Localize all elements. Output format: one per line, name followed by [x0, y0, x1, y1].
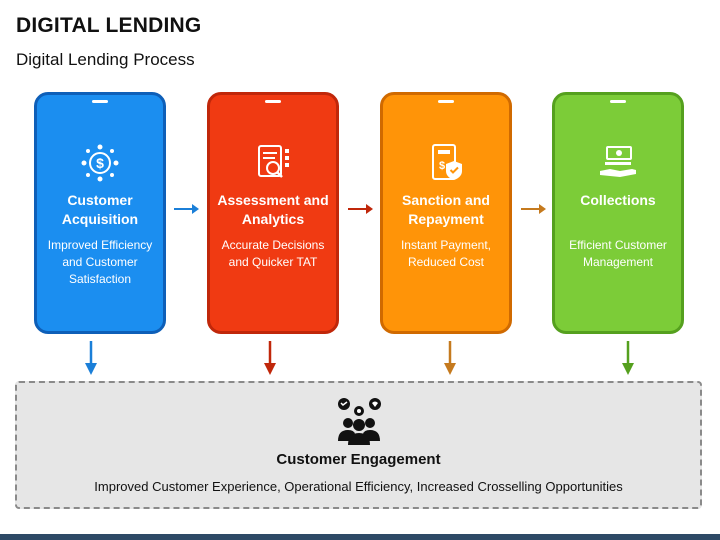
- engagement-title: Customer Engagement: [276, 451, 441, 468]
- page-subtitle: Digital Lending Process: [16, 50, 195, 69]
- card-notch: [265, 100, 281, 103]
- arrow-down-icon: [444, 341, 456, 375]
- step-description: Improved Efficiency and Customer Satisfa…: [47, 238, 153, 286]
- people-group-chat-icon: [337, 398, 381, 445]
- arrow-down-icon: [622, 341, 634, 375]
- step-card-collections: Collections Efficient Customer Managemen…: [552, 92, 684, 334]
- step-heading: Collections: [580, 192, 656, 208]
- card-notch: [610, 100, 626, 103]
- card-notch: [92, 100, 108, 103]
- dollar-network-icon: $: [37, 143, 163, 183]
- step-heading: Assessment and Analytics: [217, 192, 329, 227]
- step-card-assessment-analytics: Assessment and Analytics Accurate Decisi…: [207, 92, 339, 334]
- engagement-description: Improved Customer Experience, Operationa…: [94, 479, 623, 494]
- step-description: Efficient Customer Management: [569, 238, 667, 269]
- secure-payment-icon: $: [383, 143, 509, 183]
- step-heading: Customer Acquisition: [61, 192, 139, 227]
- step-description: Accurate Decisions and Quicker TAT: [221, 238, 325, 269]
- step-heading: Sanction and Repayment: [402, 192, 490, 227]
- arrow-right-icon: [174, 204, 199, 214]
- arrow-right-icon: [521, 204, 546, 214]
- step-card-customer-acquisition: $ Customer Acquisition Improved Efficien…: [34, 92, 166, 334]
- footer-bar: [0, 534, 720, 540]
- cash-in-hand-icon: [555, 143, 681, 183]
- svg-text:$: $: [439, 160, 445, 172]
- arrow-down-icon: [85, 341, 97, 375]
- document-magnifier-icon: [210, 143, 336, 183]
- arrow-down-icon: [264, 341, 276, 375]
- customer-engagement-panel: Customer Engagement Improved Customer Ex…: [15, 381, 702, 509]
- svg-text:$: $: [96, 155, 104, 171]
- step-card-sanction-repayment: $ Sanction and Repayment Instant Payment…: [380, 92, 512, 334]
- page-title: DIGITAL LENDING: [16, 14, 202, 37]
- arrow-right-icon: [348, 204, 373, 214]
- step-description: Instant Payment, Reduced Cost: [400, 238, 492, 269]
- card-notch: [438, 100, 454, 103]
